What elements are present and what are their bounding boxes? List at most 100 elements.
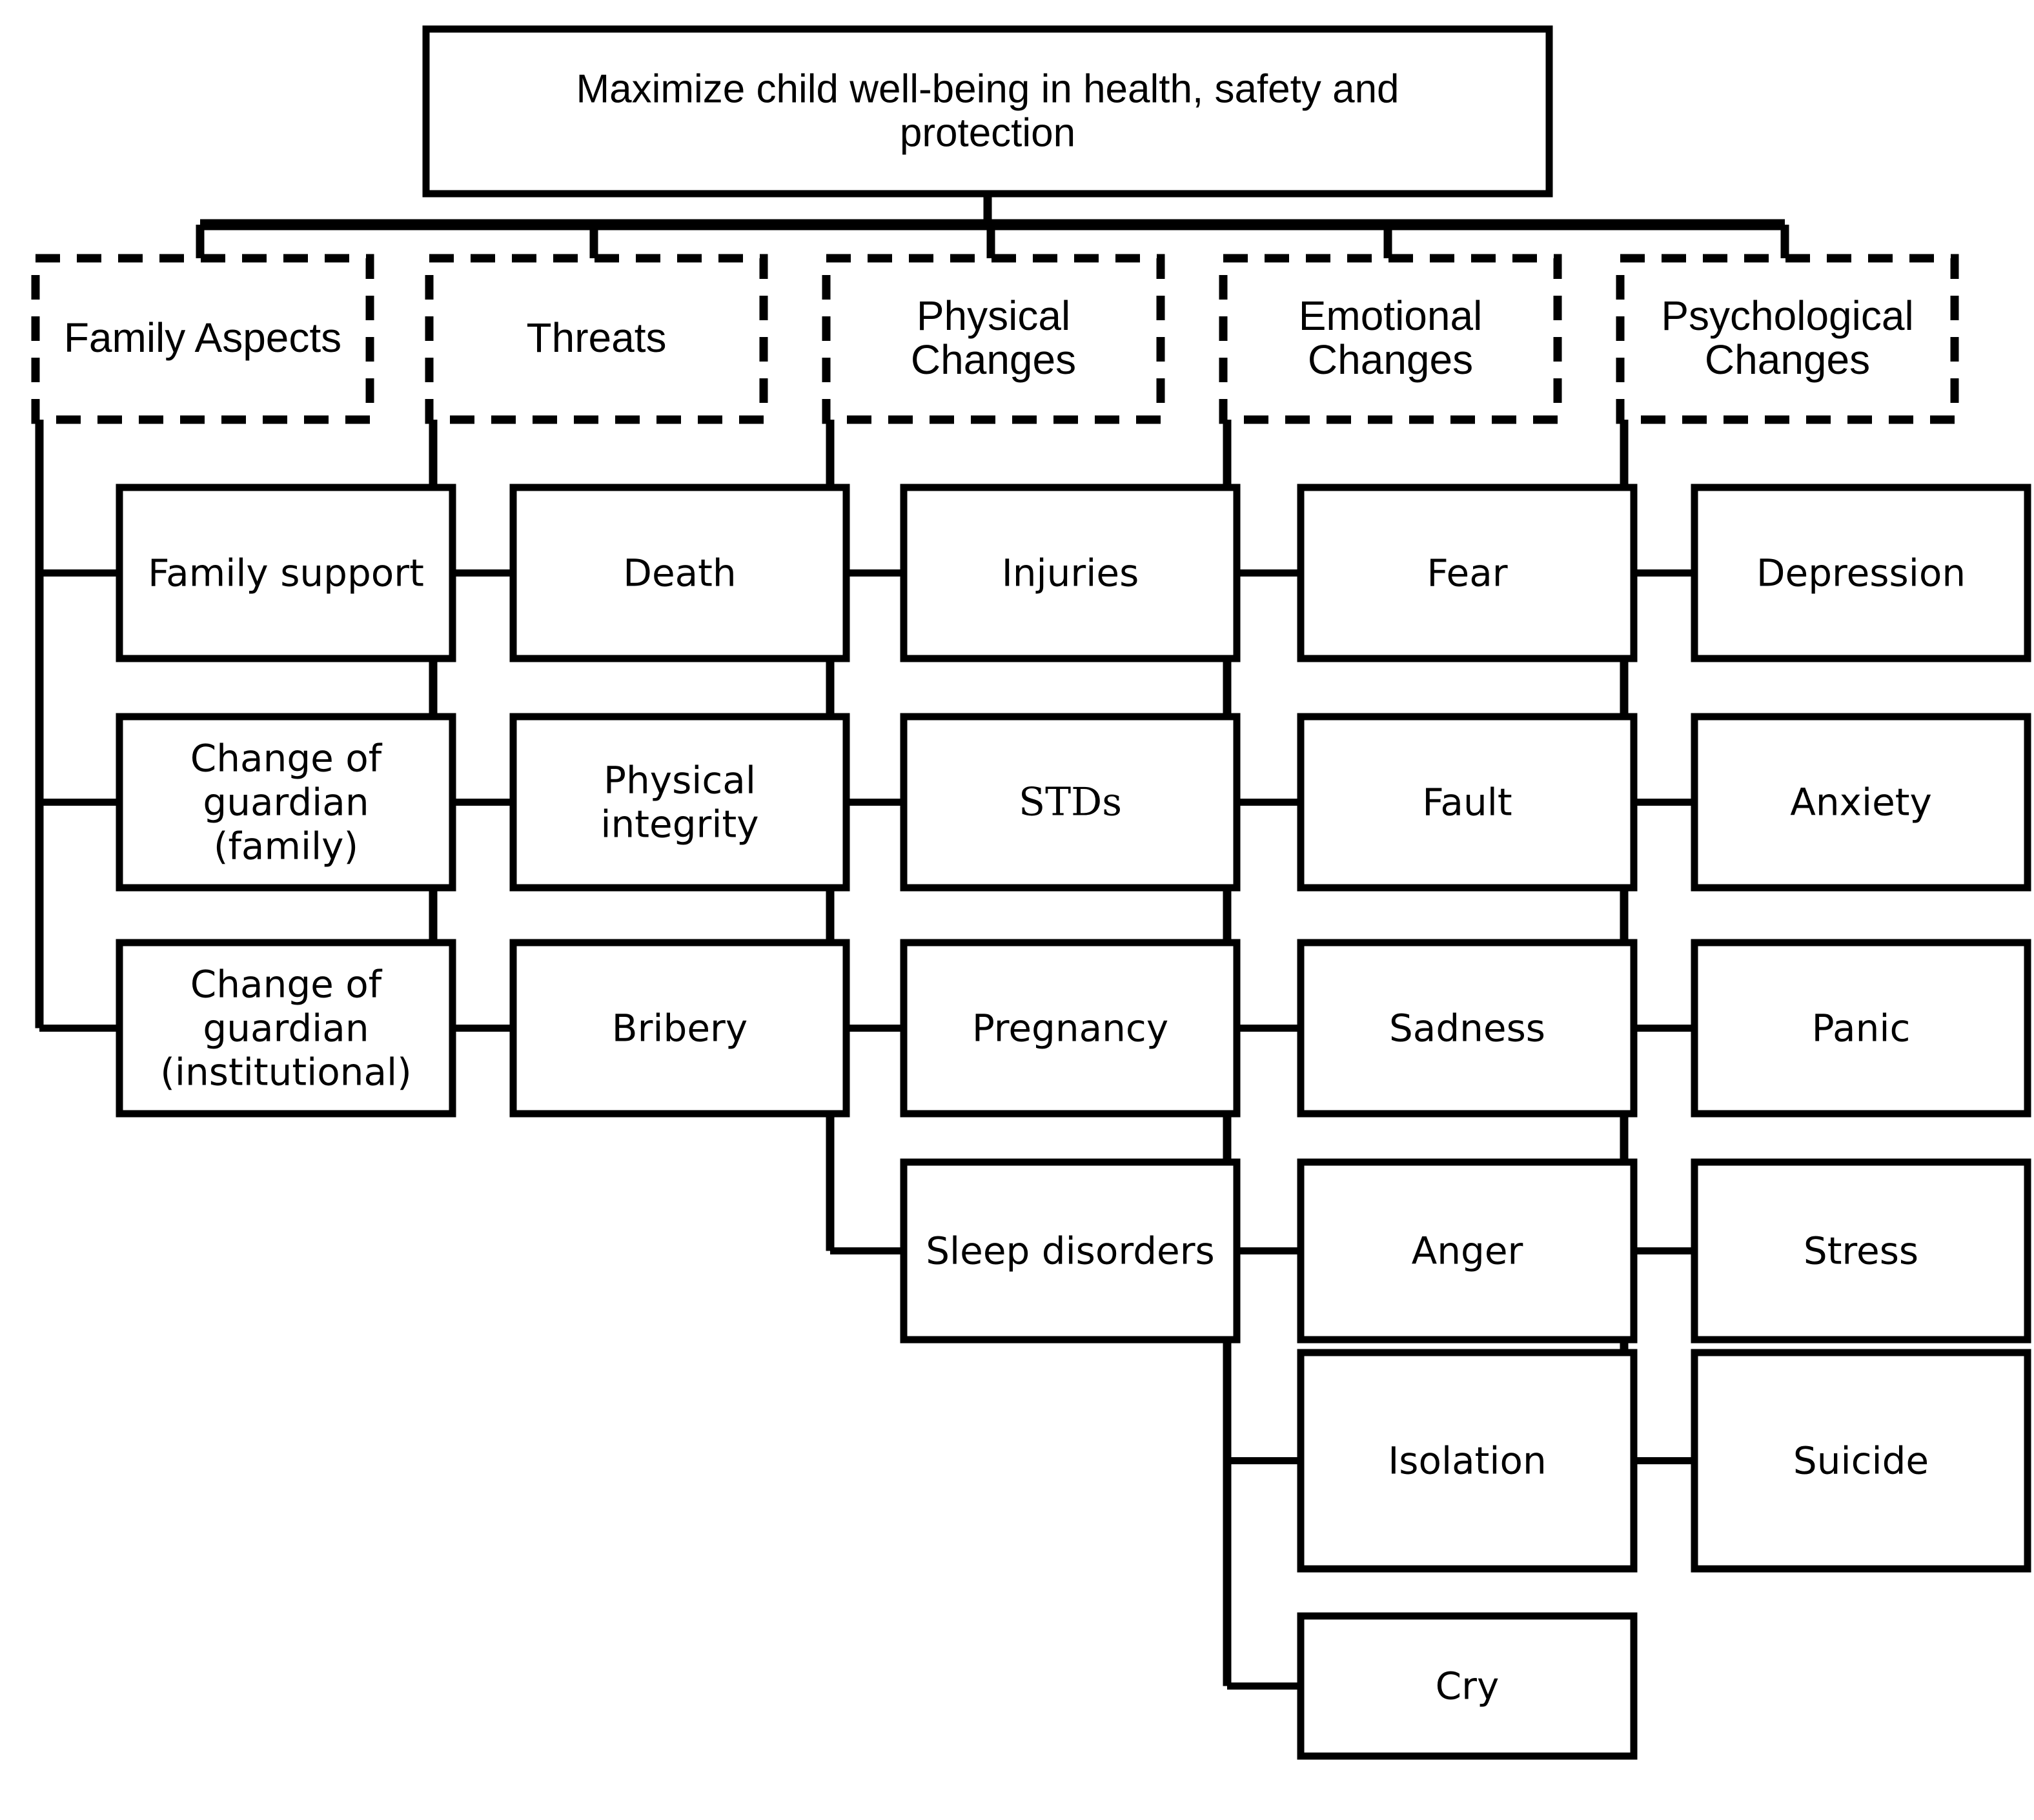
category-box-threats[interactable] [425,254,768,424]
leaf-node[interactable]: Anger [1297,1158,1638,1344]
leaf-node[interactable]: Isolation [1297,1349,1638,1573]
category-label-threats: Threats [527,314,667,361]
leaf-node-label-line: Suicide [1793,1439,1929,1483]
leaf-node-box[interactable] [509,939,850,1118]
category-box-physical-changes[interactable] [822,254,1165,424]
category-box-family-aspects[interactable] [31,254,374,424]
leaf-node-box[interactable] [1691,713,2031,892]
leaf-node-label-line: Fear [1427,551,1507,595]
leaf-node[interactable]: Panic [1691,939,2031,1118]
leaf-node[interactable]: Anxiety [1691,713,2031,892]
leaf-node-label-line: guardian [203,781,369,824]
leaf-node-label-line: Physical [604,759,756,803]
leaf-node-label-line: Injuries [1002,551,1139,595]
leaf-node-box[interactable] [900,713,1241,892]
leaf-node-box[interactable] [1297,484,1638,662]
root-node-label-line: protection [900,111,1075,156]
root-node-box[interactable] [422,25,1553,198]
leaf-node-box[interactable] [900,1158,1241,1344]
leaf-node-label: Depression [1756,551,1966,595]
leaf-node-box[interactable] [509,713,850,892]
leaf-node-label: Bribery [612,1007,747,1050]
leaf-node[interactable]: Sadness [1297,939,1638,1118]
leaf-node-label: Sleep disorders [926,1229,1215,1273]
leaf-node-label: Stress [1804,1229,1918,1273]
category-label-threats-line: Threats [527,314,667,361]
leaf-node-label-line: Cry [1436,1664,1500,1708]
leaf-node-box[interactable] [1297,1349,1638,1573]
leaf-node-label-line: Change of [190,737,383,781]
leaf-node-box[interactable] [1297,1612,1638,1760]
leaf-node-label: Death [623,551,736,595]
leaf-node-label: Panic [1812,1007,1911,1050]
leaf-node[interactable]: Pregnancy [900,939,1241,1118]
leaf-node-label-line: Isolation [1388,1439,1547,1483]
leaf-node-box[interactable] [509,484,850,662]
leaf-node[interactable]: Death [509,484,850,662]
category-node-threats[interactable]: Threats [425,254,768,424]
leaf-node-label-line: Sadness [1389,1007,1545,1050]
leaf-node-box[interactable] [900,484,1241,662]
leaf-node-label-line: (institutional) [160,1050,411,1094]
leaf-node-label: Fear [1427,551,1507,595]
leaf-node-label: Injuries [1002,551,1139,595]
leaf-node[interactable]: Cry [1297,1612,1638,1760]
leaf-node-box[interactable] [1691,1158,2031,1344]
leaf-node[interactable]: STDs [900,713,1241,892]
category-box-psychological-changes[interactable] [1616,254,1959,424]
leaf-node-box[interactable] [1691,939,2031,1118]
category-label-family-aspects-line: Family Aspects [64,314,341,361]
leaf-node[interactable]: Family support [116,484,456,662]
leaf-node-box[interactable] [1691,1349,2031,1573]
leaf-node-label: Suicide [1793,1439,1929,1483]
leaf-node[interactable]: Fault [1297,713,1638,892]
leaf-node-box[interactable] [116,939,456,1118]
leaf-node-box[interactable] [116,484,456,662]
leaf-node-label-line: Pregnancy [972,1007,1168,1050]
category-label-psychological-changes-line: Psychological [1661,292,1913,339]
leaf-node-label-line: Fault [1422,781,1512,824]
leaf-node-label: STDs [1019,780,1122,825]
leaf-node-box[interactable] [1297,713,1638,892]
leaf-node-label-line: Bribery [612,1007,747,1050]
leaf-node[interactable]: Suicide [1691,1349,2031,1573]
category-node-family-aspects[interactable]: Family Aspects [31,254,374,424]
leaf-node-box[interactable] [900,939,1241,1118]
leaf-node[interactable]: Fear [1297,484,1638,662]
leaf-node-box[interactable] [1297,939,1638,1118]
leaf-node-label-line: Death [623,551,736,595]
leaf-node-box[interactable] [1691,484,2031,662]
category-box-emotional-changes[interactable] [1219,254,1562,424]
leaf-node-label-line: (family) [214,824,358,868]
root-node[interactable]: Maximize child well-being in health, saf… [422,25,1553,198]
leaf-node-label: Fault [1422,781,1512,824]
leaf-node-label: Family support [148,551,424,595]
category-label-family-aspects: Family Aspects [64,314,341,361]
category-label-emotional-changes-line: Changes [1308,336,1473,383]
leaf-node[interactable]: Bribery [509,939,850,1118]
leaf-node-box[interactable] [1297,1158,1638,1344]
leaf-node-label-line: Sleep disorders [926,1229,1215,1273]
node-group: Maximize child well-being in health, saf… [31,25,2031,1760]
leaf-node-label-line: integrity [600,803,758,846]
leaf-node-label-line: Anger [1412,1229,1523,1273]
leaf-node[interactable]: Stress [1691,1158,2031,1344]
leaf-node[interactable]: Injuries [900,484,1241,662]
leaf-node[interactable]: Sleep disorders [900,1158,1241,1344]
leaf-node[interactable]: Depression [1691,484,2031,662]
leaf-node-box[interactable] [116,713,456,892]
category-label-physical-changes-line: Physical [917,292,1070,339]
